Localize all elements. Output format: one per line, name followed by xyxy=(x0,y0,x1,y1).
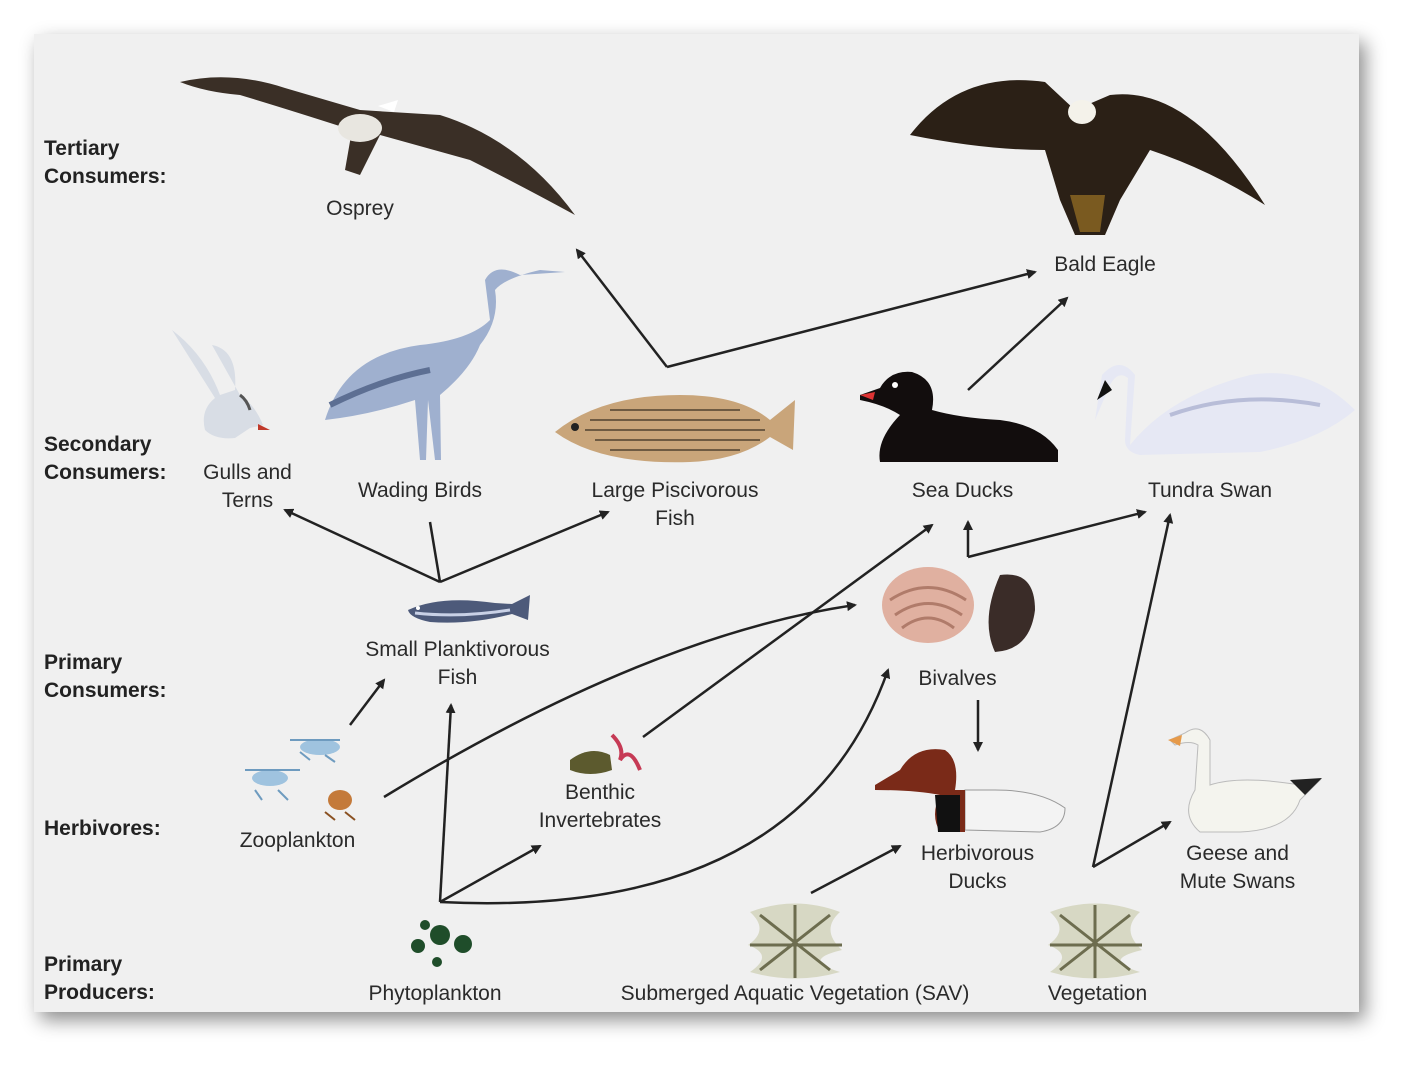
arrow-seaducks-to-eagle xyxy=(967,296,1069,391)
benthic-invertebrate-icon xyxy=(570,733,642,774)
label-tundra-swan: Tundra Swan xyxy=(1147,479,1273,502)
label-zooplankton: Zooplankton xyxy=(239,829,356,852)
diagram-card xyxy=(34,34,1359,1012)
arrow-vegetation-to-swan xyxy=(1091,513,1174,868)
arrow-zooplankton-to-fish xyxy=(349,678,386,726)
zooplankton-icon xyxy=(245,739,356,821)
goose-icon xyxy=(1168,728,1322,833)
label-sea-ducks: Sea Ducks xyxy=(911,479,1014,502)
striped-bass-icon xyxy=(555,395,795,463)
clam-icon xyxy=(882,567,974,643)
heron-icon xyxy=(325,269,565,460)
small-fish-icon xyxy=(408,595,530,623)
arrow-benthic-to-seaducks xyxy=(642,523,934,739)
arrow-sav-to-ducks xyxy=(810,844,902,895)
label-sav: Submerged Aquatic Vegetation (SAV) xyxy=(620,982,970,1005)
label-bivalves: Bivalves xyxy=(918,667,997,690)
arrow-to-bald-eagle xyxy=(666,269,1037,369)
line-to-wading-birds xyxy=(428,521,442,583)
arrow-to-osprey xyxy=(575,248,668,368)
bald-eagle-icon xyxy=(910,80,1265,235)
sav-plant-icon xyxy=(748,903,842,979)
label-wading-birds: Wading Birds xyxy=(357,479,483,502)
vegetation-plant-icon xyxy=(1048,903,1142,979)
label-vegetation: Vegetation xyxy=(1047,982,1148,1005)
label-bald-eagle: Bald Eagle xyxy=(1054,253,1156,276)
arrow-vegetation-to-geese xyxy=(1092,820,1172,869)
arrow-phyto-to-bivalves xyxy=(439,668,891,905)
mussel-icon xyxy=(988,574,1035,652)
phytoplankton-icon xyxy=(411,920,472,967)
label-osprey: Osprey xyxy=(326,197,394,220)
label-phytoplankton: Phytoplankton xyxy=(368,982,502,1005)
gull-icon xyxy=(172,330,270,439)
arrow-phyto-to-benthic xyxy=(439,844,542,904)
sea-duck-icon xyxy=(860,371,1058,462)
arrow-to-piscivorous-fish xyxy=(439,510,610,584)
level-herbivores: Herbivores: xyxy=(44,817,161,840)
food-web-arrows xyxy=(283,248,1174,905)
canvasback-duck-icon xyxy=(875,749,1066,833)
osprey-icon xyxy=(180,77,575,215)
arrow-phyto-to-fish xyxy=(438,703,456,903)
tundra-swan-icon xyxy=(1095,365,1355,455)
arrow-to-tundra-swan xyxy=(967,509,1147,559)
arrow-to-gulls xyxy=(283,508,441,584)
arrow-zooplankton-to-bivalves xyxy=(383,601,857,799)
